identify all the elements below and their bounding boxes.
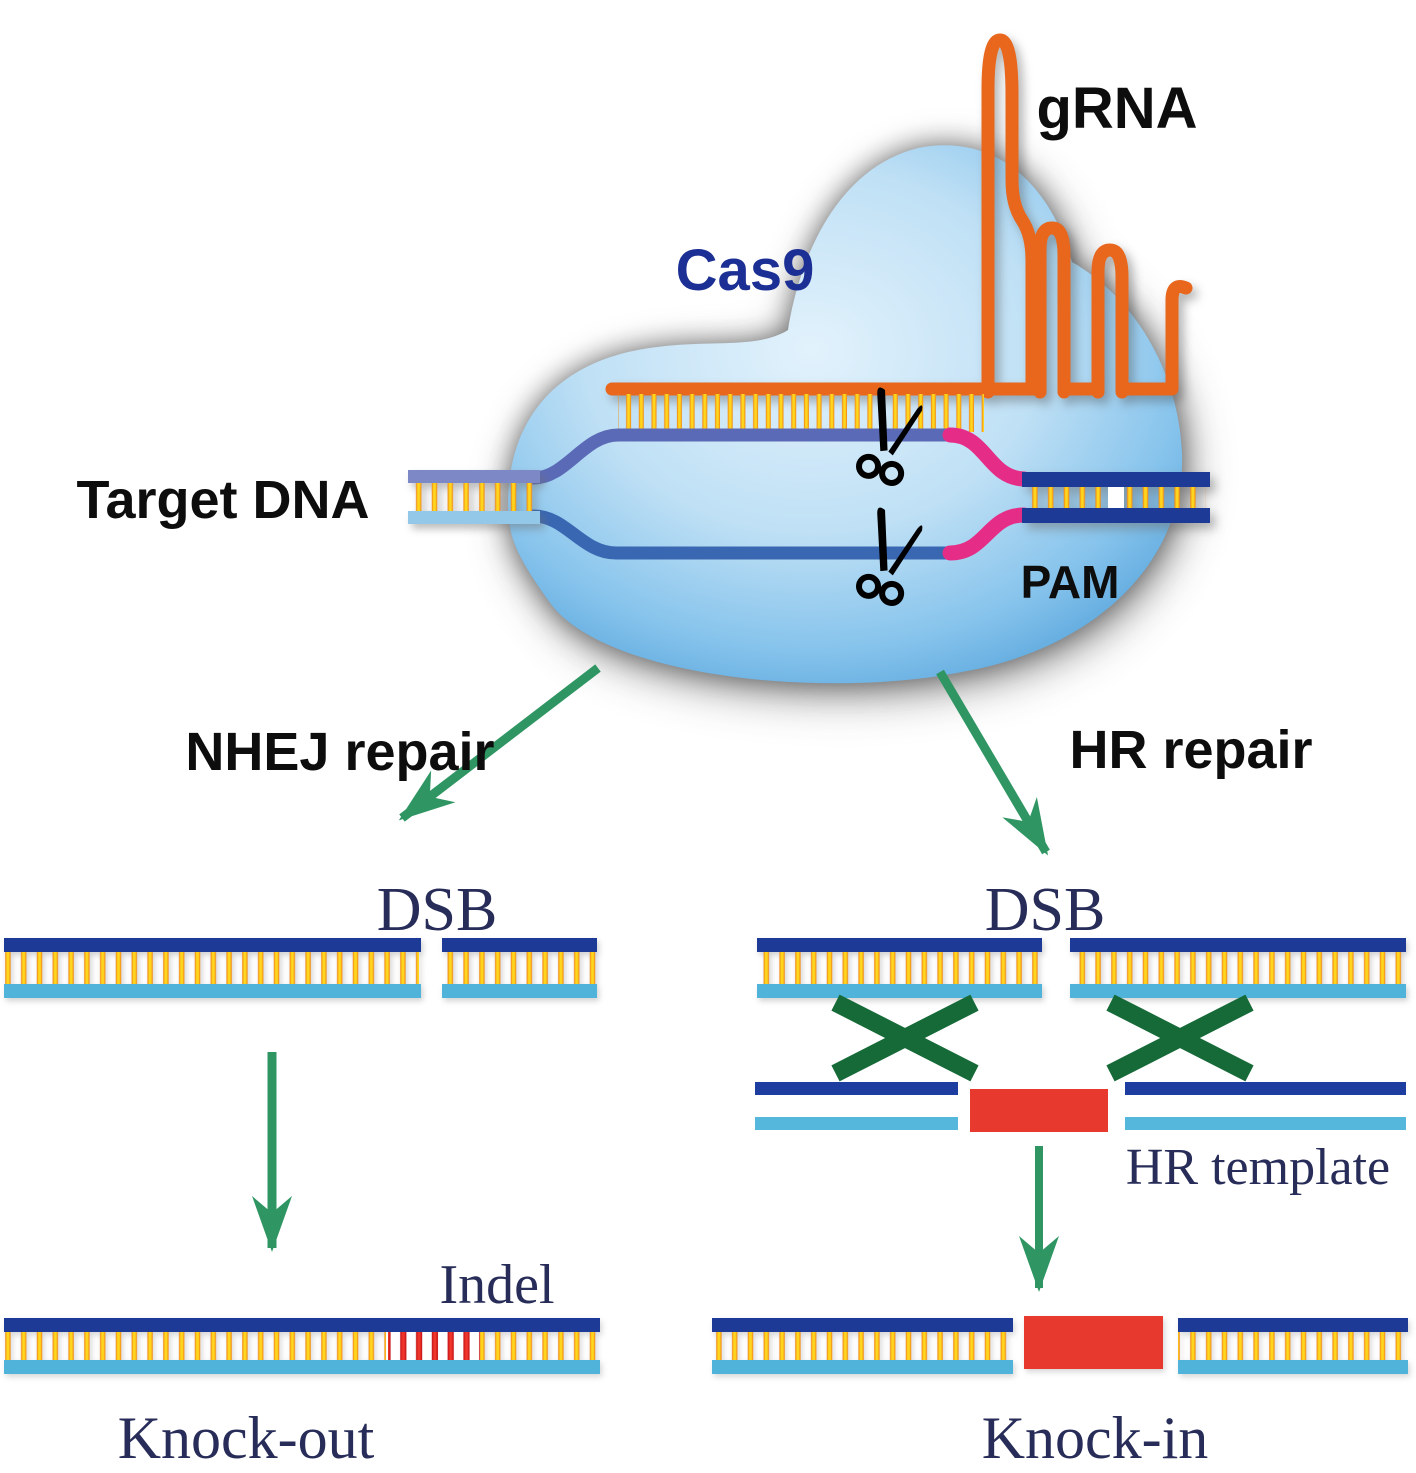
cas9-label: Cas9: [676, 238, 815, 303]
target-dna-label: Target DNA: [76, 470, 369, 530]
knock-out-label: Knock-out: [118, 1405, 375, 1471]
hr-template-label: HR template: [1126, 1139, 1390, 1196]
knock-in-label: Knock-in: [982, 1405, 1209, 1471]
dsb-dna-left: [4, 938, 597, 998]
scissors-icon: [856, 507, 923, 606]
knockin-dna: [712, 1316, 1408, 1374]
dsb-dna-right: [757, 938, 1406, 998]
recombination-cross-icon: [831, 994, 979, 1082]
hr-template-dna: [755, 1082, 1406, 1132]
grna-dna-base-pairs: [618, 394, 984, 432]
pathway-arrows: [252, 664, 1059, 1292]
dsb-label-right: DSB: [985, 876, 1106, 944]
hr-arrow: [936, 669, 1050, 856]
pam-bottom-segment: [942, 507, 1032, 561]
knockout-dna: [4, 1318, 600, 1374]
pam-top-segment: [942, 427, 1032, 487]
unwound-dna-bubble: [527, 427, 1033, 561]
insert-cassette: [970, 1089, 1108, 1132]
grna-scaffold: [981, 33, 1193, 399]
grna-label: gRNA: [1036, 76, 1197, 141]
dsb-label-left: DSB: [377, 876, 498, 944]
target-dna-left: [408, 470, 540, 524]
indel-base-pairs: [388, 1328, 480, 1364]
pam-label: PAM: [1021, 556, 1120, 608]
nhej-repair-label: NHEJ repair: [185, 722, 494, 782]
nhej-arrow: [398, 664, 601, 822]
scissors-icon: [856, 387, 923, 486]
indel-label: Indel: [439, 1254, 554, 1316]
grna-molecule: [605, 33, 1193, 399]
recombination-cross-icon: [1106, 994, 1254, 1082]
hr-repair-label: HR repair: [1069, 720, 1312, 780]
inserted-cassette: [1024, 1316, 1163, 1369]
target-dna-right: [1022, 472, 1210, 523]
